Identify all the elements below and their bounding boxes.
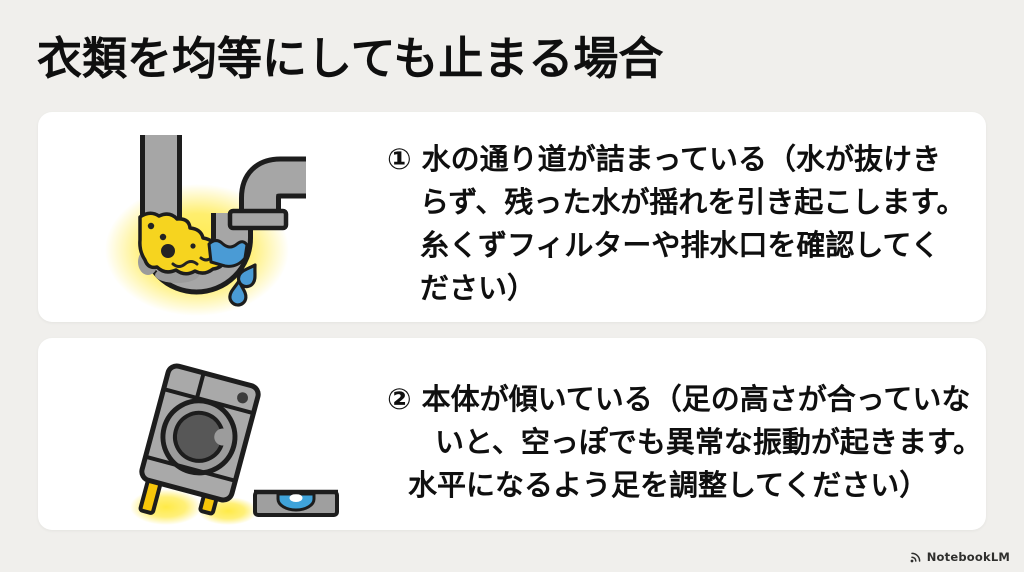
notebooklm-watermark: NotebookLM bbox=[909, 550, 1010, 564]
clog-spot bbox=[147, 222, 155, 230]
machine-knob bbox=[237, 392, 249, 404]
brand-label: NotebookLM bbox=[926, 550, 1010, 564]
trapped-water bbox=[207, 239, 249, 268]
machine-base-line bbox=[145, 454, 236, 483]
text-line: らず、残った水が揺れを引き起こします。 bbox=[420, 185, 966, 219]
machine-drum-highlight bbox=[214, 428, 232, 446]
card-tilted-machine: ② 本体が傾いている（足の高さが合っていないと、空っぽでも異常な振動が起きます。… bbox=[38, 338, 986, 530]
pipe-coupling bbox=[227, 208, 289, 231]
water-drop bbox=[236, 263, 257, 289]
text-line: 水平になるよう足を調整してください） bbox=[408, 468, 929, 502]
card-clogged-pipe: ① 水の通り道が詰まっている（水が抜けきらず、残った水が揺れを引き起こします。糸… bbox=[38, 112, 986, 322]
clog-crack bbox=[171, 260, 199, 268]
machine-panel-divider bbox=[195, 374, 206, 398]
tilted-washing-machine-illustration bbox=[130, 363, 339, 525]
text-line: 糸くずフィルターや排水口を確認してく bbox=[420, 228, 940, 262]
notebooklm-logo-icon bbox=[910, 552, 921, 563]
text-line: ① 水の通り道が詰まっている（水が抜けき bbox=[387, 142, 942, 176]
clog-spot bbox=[161, 244, 175, 258]
text-line: いと、空っぽでも異常な振動が起きます。 bbox=[435, 425, 982, 459]
clog-spot bbox=[190, 243, 196, 249]
spirit-level bbox=[253, 489, 339, 517]
washing-machine bbox=[138, 363, 261, 516]
page-title: 衣類を均等にしても止まる場合 bbox=[37, 32, 664, 85]
spirit-level-bubble bbox=[289, 494, 303, 502]
card-text-clogged-pipe: ① 水の通り道が詰まっている（水が抜けきらず、残った水が揺れを引き起こします。糸… bbox=[387, 138, 966, 310]
text-line: ださい） bbox=[420, 271, 537, 305]
pipe-elbow-body bbox=[244, 161, 306, 228]
card-text-tilted-machine: ② 本体が傾いている（足の高さが合っていないと、空っぽでも異常な振動が起きます。… bbox=[387, 378, 982, 507]
clogged-drain-pipe-illustration bbox=[105, 135, 306, 316]
water-drop bbox=[228, 279, 248, 307]
clog-spot bbox=[159, 233, 167, 241]
text-line: ② 本体が傾いている（足の高さが合っていな bbox=[387, 382, 971, 416]
